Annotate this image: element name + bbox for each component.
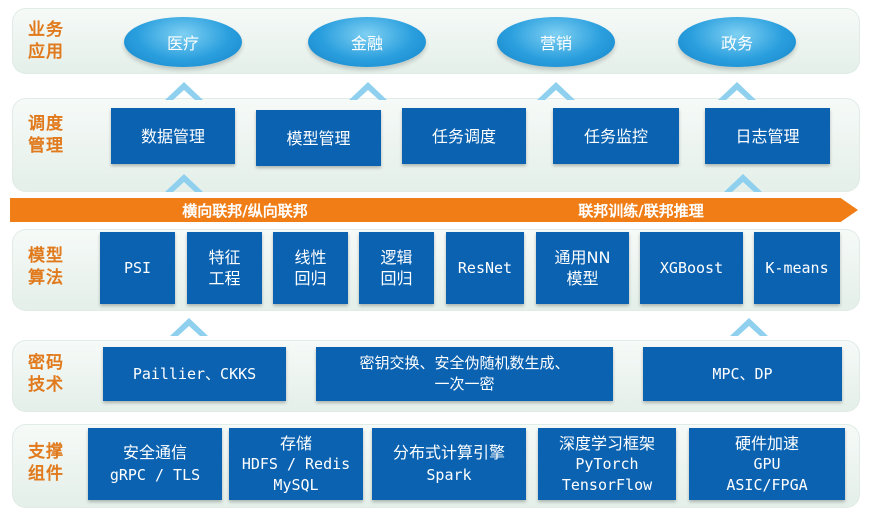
- scheduling-log-management: 日志管理: [705, 108, 830, 164]
- support-distributed-compute: 分布式计算引擎 Spark: [372, 428, 526, 500]
- federation-banner-left: 横向联邦/纵向联邦: [10, 198, 440, 222]
- support-secure-communication-detail: gRPC / TLS: [109, 466, 201, 484]
- support-hardware-acceleration: 硬件加速 GPU ASIC/FPGA: [689, 428, 845, 500]
- layer-label-algorithms: 模型 算法: [28, 246, 64, 288]
- support-secure-communication: 安全通信 gRPC / TLS: [88, 428, 222, 500]
- business-medical: 医疗: [124, 17, 242, 67]
- business-marketing: 营销: [497, 17, 615, 67]
- support-deep-learning-detail-1: PyTorch: [575, 454, 639, 473]
- layer-label-support: 支撑 组件: [28, 442, 64, 484]
- federation-right-label: 联邦训练/联邦推理: [578, 201, 704, 220]
- algorithm-logistic-regression: 逻辑 回归: [359, 232, 434, 304]
- support-deep-learning: 深度学习框架 PyTorch TensorFlow: [538, 428, 676, 500]
- support-hardware-acceleration-detail-1: GPU: [753, 454, 781, 473]
- scheduling-task-monitoring: 任务监控: [553, 108, 679, 164]
- support-storage-detail-2: MySQL: [273, 475, 319, 494]
- business-finance: 金融: [308, 17, 426, 67]
- support-storage-detail-1: HDFS / Redis: [241, 454, 351, 473]
- algorithm-linear-regression: 线性 回归: [273, 232, 348, 304]
- business-government: 政务: [678, 17, 796, 67]
- layer-label-crypto: 密码 技术: [28, 353, 64, 395]
- scheduling-model-management: 模型管理: [256, 110, 381, 166]
- crypto-paillier-ckks: Paillier、CKKS: [103, 347, 286, 401]
- support-deep-learning-detail-2: TensorFlow: [561, 475, 653, 494]
- algorithm-resnet: ResNet: [446, 232, 524, 304]
- scheduling-task-scheduling: 任务调度: [402, 108, 526, 164]
- support-distributed-compute-detail: Spark: [426, 466, 472, 484]
- scheduling-data-management: 数据管理: [111, 108, 235, 164]
- up-arrow-icon: [537, 82, 575, 100]
- algorithm-xgboost: XGBoost: [640, 232, 743, 304]
- support-deep-learning-title: 深度学习框架: [558, 433, 655, 453]
- federation-banner-right: 联邦训练/联邦推理: [424, 198, 858, 222]
- support-distributed-compute-title: 分布式计算引擎: [392, 443, 505, 462]
- algorithm-psi: PSI: [100, 232, 175, 304]
- support-storage-title: 存储: [279, 433, 312, 453]
- up-arrow-icon: [165, 82, 203, 100]
- layer-label-business: 业务 应用: [28, 20, 64, 62]
- crypto-mpc-dp: MPC、DP: [643, 347, 842, 401]
- up-arrow-icon: [165, 174, 203, 192]
- algorithm-general-nn: 通用NN 模型: [536, 232, 629, 304]
- support-hardware-acceleration-detail-2: ASIC/FPGA: [726, 475, 808, 494]
- up-arrow-icon: [730, 318, 768, 336]
- support-secure-communication-title: 安全通信: [122, 443, 187, 462]
- up-arrow-icon: [718, 82, 756, 100]
- support-hardware-acceleration-title: 硬件加速: [734, 433, 799, 453]
- up-arrow-icon: [724, 174, 762, 192]
- federation-left-label: 横向联邦/纵向联邦: [182, 201, 308, 220]
- support-storage: 存储 HDFS / Redis MySQL: [229, 428, 363, 500]
- crypto-key-exchange: 密钥交换、安全伪随机数生成、 一次一密: [316, 347, 613, 401]
- algorithm-feature-engineering: 特征 工程: [187, 232, 262, 304]
- algorithm-kmeans: K-means: [754, 232, 840, 304]
- up-arrow-icon: [349, 82, 387, 100]
- up-arrow-icon: [170, 318, 208, 336]
- layer-label-scheduling: 调度 管理: [28, 114, 64, 156]
